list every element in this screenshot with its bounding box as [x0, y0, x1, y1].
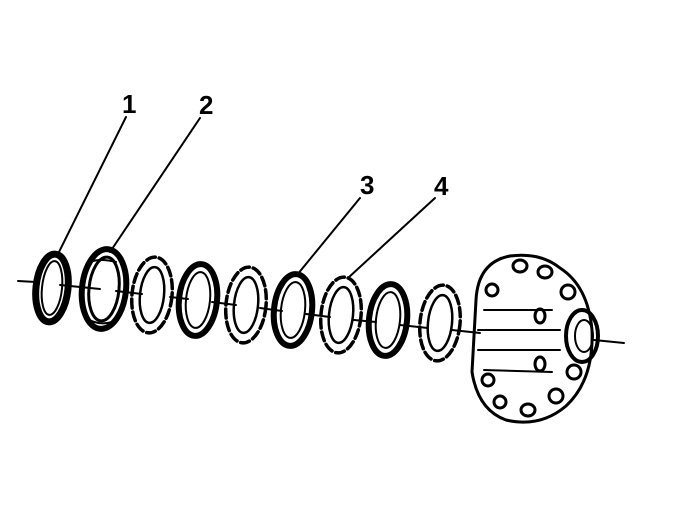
part-2-bearing-race [78, 246, 130, 332]
part-4-steel-plate [318, 275, 364, 355]
callout-3: 3 [360, 170, 374, 200]
leader-line-3 [296, 197, 361, 276]
callout-1: 1 [122, 89, 136, 119]
leader-line-1 [56, 116, 127, 257]
leader-lines [56, 116, 436, 279]
friction-plate-d [365, 281, 411, 359]
toothed-plate-c [223, 265, 269, 345]
toothed-plate-e [417, 283, 463, 363]
leader-line-2 [109, 117, 201, 253]
toothed-plate-a [129, 255, 175, 335]
friction-plate-b [175, 261, 221, 339]
callout-4: 4 [434, 171, 449, 201]
callout-2: 2 [199, 90, 213, 120]
clutch-hub-housing [470, 253, 600, 424]
part-1-snap-ring [32, 250, 72, 326]
leader-line-4 [347, 197, 436, 279]
